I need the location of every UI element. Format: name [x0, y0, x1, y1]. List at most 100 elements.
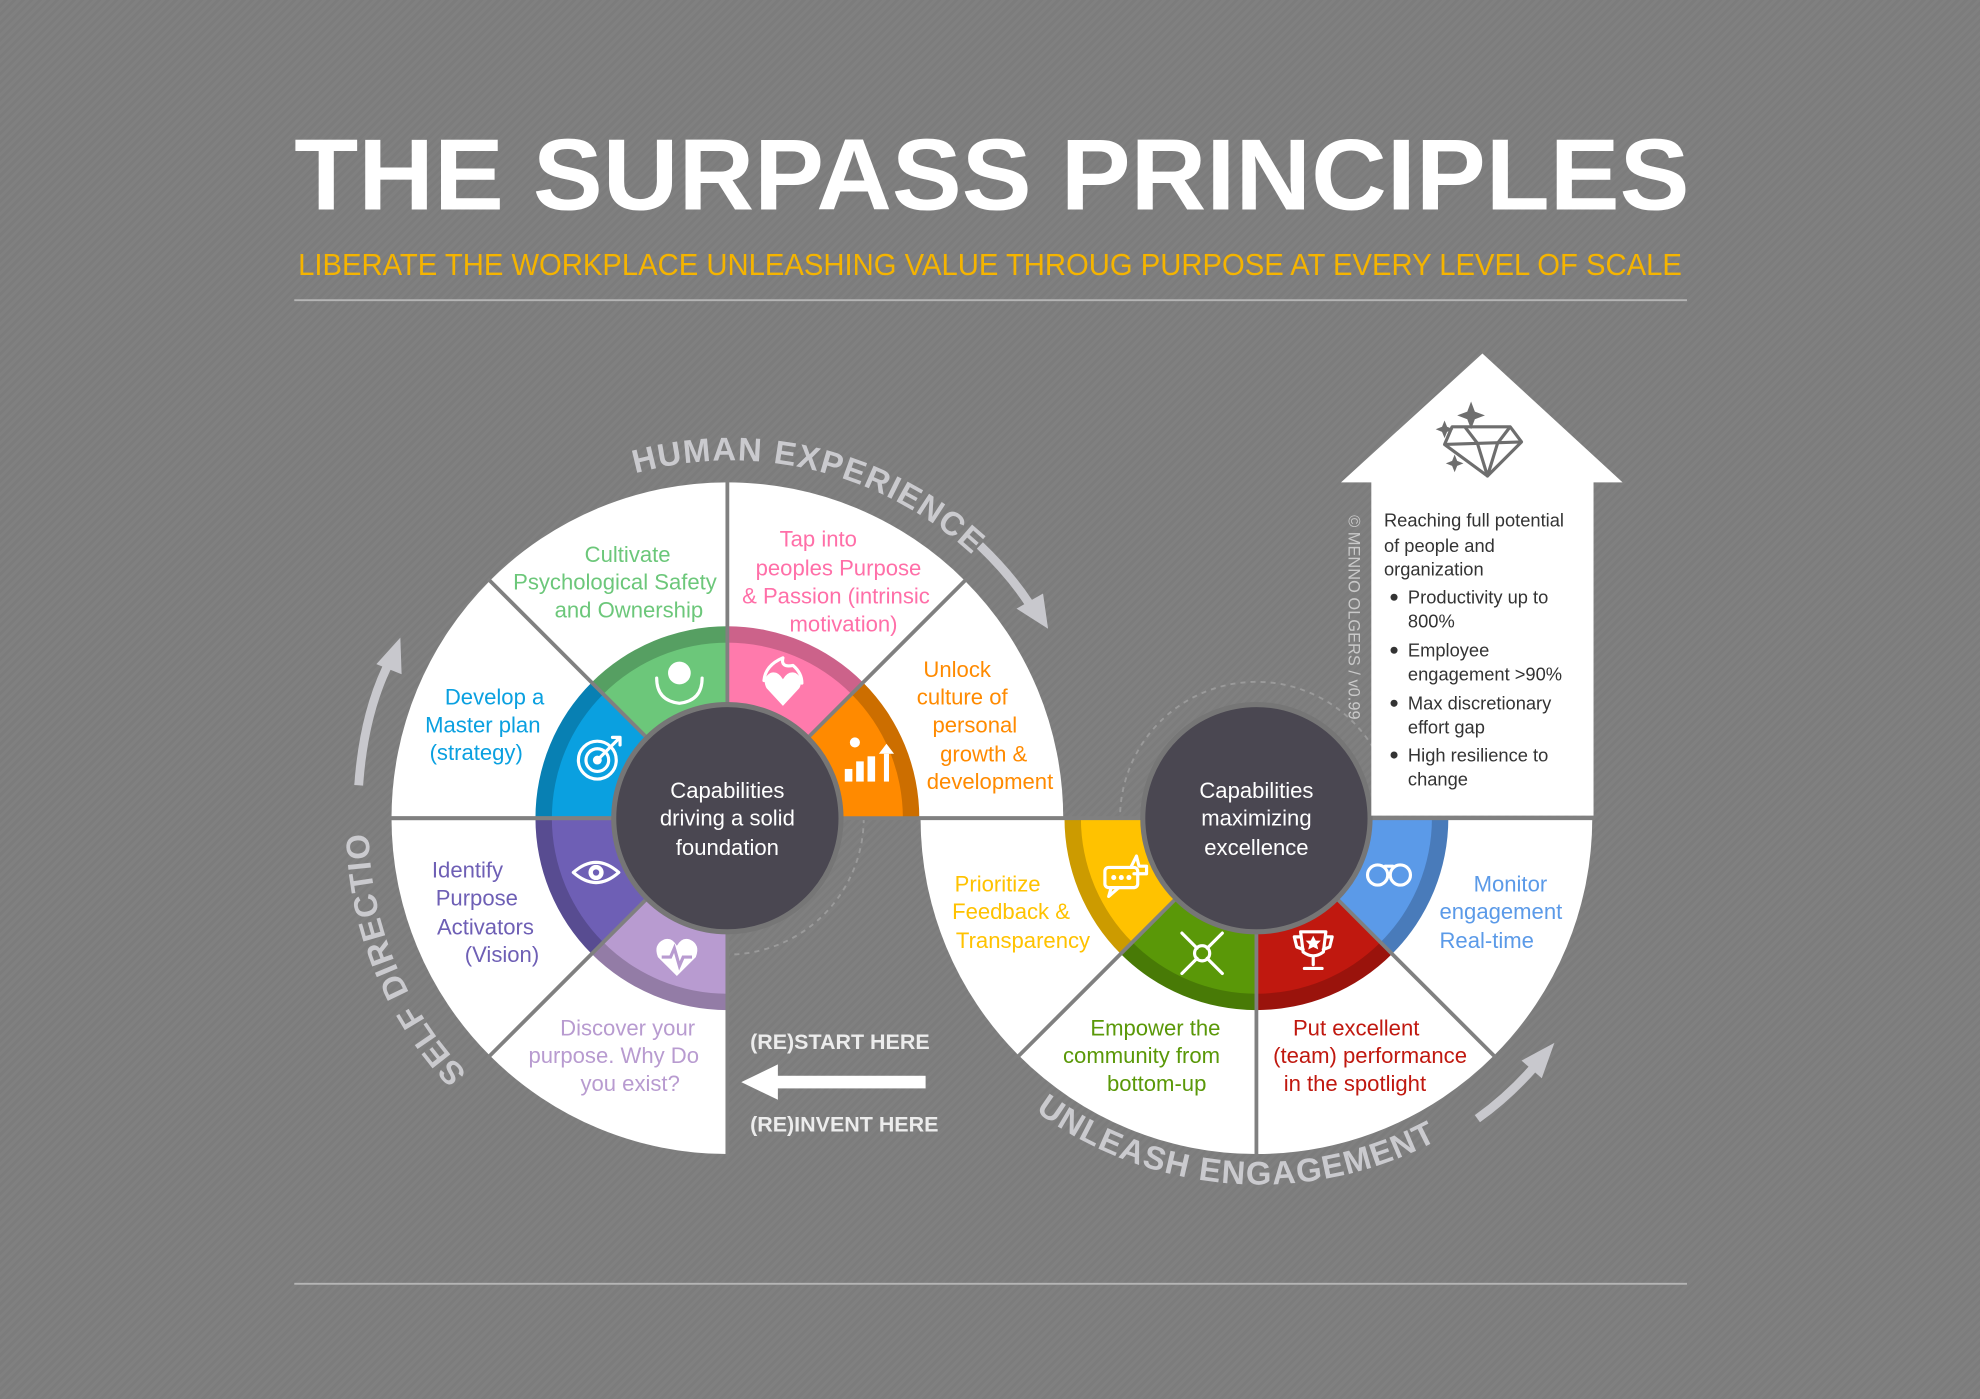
bullet-dot: [1390, 751, 1398, 759]
left-wheel-ring-segment-unlock: [804, 694, 903, 819]
left-wheel-ring-segment-identify: [551, 818, 651, 943]
develop-label: Master plan: [425, 712, 540, 737]
left-wheel-ring-segment-cultivate: [603, 642, 728, 742]
prioritize-label: Transparency: [956, 928, 1090, 953]
right-wheel-sector-spotlight: [1256, 952, 1494, 1155]
left-wheel-ring-band-develop: [535, 682, 605, 819]
footer-divider: [294, 1282, 1687, 1285]
header-divider: [294, 299, 1687, 302]
unlock-label: culture of: [917, 685, 1009, 710]
unleash-engagement-arrowhead: [1521, 1042, 1555, 1079]
spotlight-label: in the spotlight: [1284, 1071, 1426, 1096]
flaming-heart-icon: [762, 656, 804, 706]
right-center-label: Capabilities: [1199, 778, 1313, 803]
prioritize-label: Prioritize: [955, 871, 1041, 896]
right-wheel-sector-monitor: [1390, 818, 1593, 1056]
identify-label: (Vision): [465, 942, 539, 967]
right-wheel-sector-prioritize: [920, 818, 1123, 1056]
left-wheel-sector-tap: [727, 482, 965, 685]
right-wheel-ring-band-spotlight: [1256, 941, 1393, 1011]
outcome-intro-line: Reaching full potential: [1384, 510, 1564, 531]
cycle-arrows: [354, 542, 1555, 1123]
left-wheel-sector-develop: [391, 580, 594, 819]
eye-icon: [571, 860, 621, 885]
right-wheel-labels: Capabilities maximizing excellence Prior…: [952, 778, 1562, 1096]
tap-label: motivation): [790, 611, 898, 636]
restart-arrow-icon: [741, 1064, 926, 1100]
bullet-dot: [1390, 699, 1398, 707]
left-wheel-ring-band-tap: [727, 626, 864, 695]
left-wheel-sector-cultivate: [489, 482, 728, 685]
cultivate-label: Psychological Safety: [513, 570, 717, 595]
right-wheel-center-circle: [1140, 702, 1373, 935]
feedback-thumbs-up-icon: [1103, 854, 1149, 899]
outcome-arrow: Reaching full potential of people and or…: [1341, 353, 1623, 816]
cultivate-label: and Ownership: [555, 597, 704, 622]
bullet-text: 800%: [1408, 611, 1455, 632]
discover-label: you exist?: [580, 1071, 679, 1096]
left-center-label: driving a solid: [660, 806, 795, 831]
right-wheel-ring-band-prioritize: [1064, 818, 1134, 954]
bullet-text: Employee: [1408, 640, 1489, 661]
growth-stairs-icon: [844, 737, 895, 782]
diamond-icon: [1435, 401, 1524, 478]
prioritize-label: Feedback &: [952, 899, 1070, 924]
discover-label: Discover your: [560, 1015, 695, 1040]
binoculars-icon: [1365, 863, 1413, 887]
monitor-label: Monitor: [1474, 871, 1548, 896]
right-center-label: excellence: [1204, 835, 1308, 860]
self-direction-arrowhead: [376, 637, 402, 675]
right-wheel-divider: [1015, 893, 1181, 1059]
left-wheel-sector-discover: [489, 952, 728, 1155]
right-wheel-ring-band-monitor: [1379, 818, 1449, 954]
bullet-text: effort gap: [1408, 717, 1485, 738]
right-wheel-sector-empower: [1018, 952, 1257, 1155]
right-wheel-ring-band-empower: [1120, 941, 1257, 1011]
left-wheel-ring-band-unlock: [850, 682, 920, 819]
bullet-text: Productivity up to: [1408, 587, 1548, 608]
wheels: [388, 479, 1595, 1157]
heartbeat-icon: [656, 938, 698, 977]
bullet-dot: [1390, 593, 1398, 601]
unlock-label: growth &: [940, 741, 1027, 766]
page-subtitle: LIBERATE THE WORKPLACE UNLEASHING VALUE …: [298, 249, 1682, 282]
unlock-label: development: [927, 769, 1053, 794]
left-wheel-ring-band-identify: [535, 818, 605, 954]
identify-label: Activators: [437, 914, 534, 939]
monitor-label: Real-time: [1439, 928, 1533, 953]
wheel-icons: [571, 656, 1413, 977]
left-wheel-sector-identify: [391, 818, 594, 1056]
left-wheel-ring-band-cultivate: [591, 626, 728, 695]
right-wheel-ring-segment-prioritize: [1080, 818, 1180, 943]
human-experience-arrow: [976, 542, 1033, 606]
left-wheel-divider: [486, 577, 652, 743]
unlock-label: Unlock: [923, 657, 991, 682]
bullet-dot: [1390, 646, 1398, 654]
left-wheel-sector-unlock: [861, 580, 1064, 819]
outcome-intro-line: of people and: [1384, 535, 1495, 556]
bullet-text: High resilience to: [1408, 744, 1548, 765]
left-wheel-divider: [486, 893, 652, 1059]
empower-label: bottom-up: [1107, 1071, 1206, 1096]
left-center-label: Capabilities: [670, 778, 784, 803]
identify-label: Identify: [432, 858, 503, 883]
tap-label: Tap into: [780, 527, 857, 552]
monitor-label: engagement: [1439, 899, 1562, 924]
self-direction-arrow: [354, 660, 393, 786]
left-wheel-divider: [802, 577, 968, 743]
reinvent-label: (RE)INVENT HERE: [750, 1112, 938, 1136]
community-hands-icon: [1180, 931, 1224, 976]
outcome-intro-line: organization: [1384, 559, 1484, 580]
bullet-text: Max discretionary: [1408, 693, 1552, 714]
human-experience-arrowhead: [1016, 593, 1049, 629]
bullet-text: change: [1408, 768, 1468, 789]
outcome-bullet-list: Productivity up to 800% Employee engagem…: [1390, 587, 1562, 789]
restart-label: (RE)START HERE: [750, 1030, 930, 1054]
empower-label: community from: [1063, 1043, 1220, 1068]
identify-label: Purpose: [436, 885, 518, 910]
empower-label: Empower the: [1090, 1015, 1220, 1040]
develop-label: Develop a: [445, 685, 545, 710]
right-wheel-ring-segment-monitor: [1333, 818, 1432, 943]
